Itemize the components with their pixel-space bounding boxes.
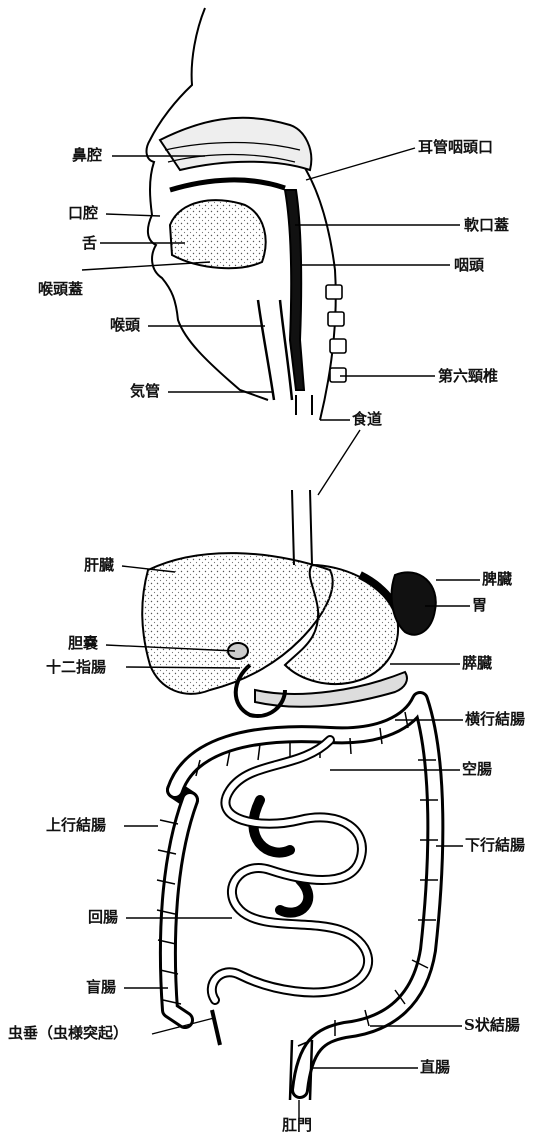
label-rectum: 直腸 xyxy=(420,1058,450,1076)
label-trachea: 気管 xyxy=(130,382,160,400)
label-ascending-colon: 上行結腸 xyxy=(46,816,106,834)
palate xyxy=(170,180,285,190)
label-nasal-cavity: 鼻腔 xyxy=(72,146,102,164)
label-stomach: 胃 xyxy=(472,596,487,614)
tongue-shape xyxy=(170,200,266,268)
label-esophagus: 食道 xyxy=(352,410,382,428)
nasal-cavity xyxy=(160,118,311,170)
larynx-trachea xyxy=(258,300,292,400)
label-anus: 肛門 xyxy=(282,1116,312,1134)
esophagus xyxy=(292,490,312,565)
label-ileum: 回腸 xyxy=(88,908,118,926)
label-gallbladder: 胆嚢 xyxy=(68,634,98,652)
label-jejunum: 空腸 xyxy=(462,760,492,778)
esophagus-upper xyxy=(296,395,312,415)
label-epiglottis: 喉頭蓋 xyxy=(38,280,83,298)
label-spleen: 脾臓 xyxy=(482,570,512,588)
label-duodenum: 十二指腸 xyxy=(46,658,106,676)
label-appendix: 虫垂（虫様突起） xyxy=(8,1024,128,1042)
label-transverse-colon: 横行結腸 xyxy=(465,710,525,728)
head-section xyxy=(147,8,346,420)
small-intestine xyxy=(212,740,368,1000)
label-pharynx: 咽頭 xyxy=(454,256,484,274)
label-oral-cavity: 口腔 xyxy=(68,204,98,222)
label-descending-colon: 下行結腸 xyxy=(465,836,525,854)
label-cecum: 盲腸 xyxy=(86,978,116,996)
label-eustachian-opening: 耳管咽頭口 xyxy=(418,138,493,156)
label-liver: 肝臓 xyxy=(84,556,114,574)
appendix-shape xyxy=(212,1010,220,1045)
label-soft-palate: 軟口蓋 xyxy=(464,216,509,234)
label-tongue: 舌 xyxy=(82,234,97,252)
label-pancreas: 膵臓 xyxy=(462,654,492,672)
label-sixth-cervical: 第六頸椎 xyxy=(438,367,498,385)
label-sigmoid-colon: S状結腸 xyxy=(464,1016,520,1034)
abdomen-section xyxy=(142,553,436,716)
label-larynx: 喉頭 xyxy=(110,316,140,334)
cervical-vertebrae xyxy=(326,285,346,382)
